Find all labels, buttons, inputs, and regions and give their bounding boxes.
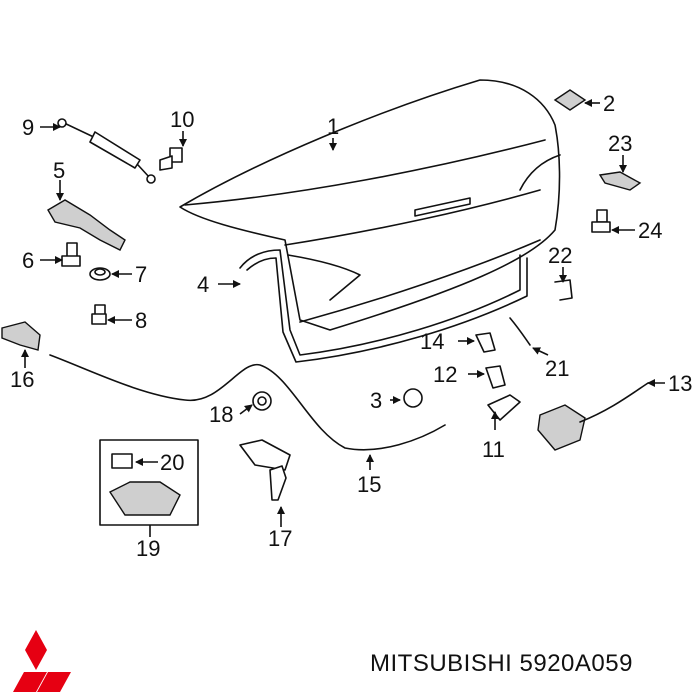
callout-17: 17 [268, 526, 292, 551]
leader-lines [21, 99, 665, 537]
mitsubishi-logo-icon [13, 630, 71, 692]
bolt-10 [159, 147, 183, 171]
callout-21: 21 [545, 356, 569, 381]
callout-6: 6 [22, 248, 34, 273]
callout-9: 9 [22, 115, 34, 140]
latch [537, 382, 649, 451]
weatherstrip [239, 249, 528, 363]
callout-13: 13 [668, 371, 692, 396]
trunk-lid [179, 79, 561, 331]
bracket-23 [598, 171, 642, 191]
callout-2: 2 [603, 91, 615, 116]
callout-3: 3 [370, 388, 382, 413]
part-number: 5920A059 [519, 650, 633, 677]
bolt-24 [591, 209, 611, 233]
brand-caption: MITSUBISHI 5920A059 [370, 650, 633, 678]
gas-strut [57, 118, 156, 184]
callout-labels: 1 2 3 4 5 6 7 8 9 10 11 12 13 14 15 16 1… [10, 91, 692, 561]
callout-4: 4 [197, 272, 209, 297]
wire-21 [509, 317, 531, 346]
callout-19: 19 [136, 536, 160, 561]
actuator-14 [475, 332, 496, 353]
clip-22 [554, 279, 573, 301]
callout-23: 23 [608, 131, 632, 156]
cap-3 [403, 388, 423, 408]
hinge-bracket [47, 199, 126, 251]
callout-24: 24 [638, 218, 662, 243]
brand-name: MITSUBISHI [370, 650, 513, 677]
callout-5: 5 [53, 158, 65, 183]
callout-14: 14 [420, 329, 444, 354]
striker [487, 394, 521, 421]
callout-10: 10 [170, 107, 194, 132]
callout-18: 18 [209, 402, 233, 427]
release-handle [1, 321, 41, 351]
bolt-6 [61, 242, 81, 267]
callout-8: 8 [135, 308, 147, 333]
switch-box [99, 439, 199, 526]
callout-15: 15 [357, 472, 381, 497]
release-cable [49, 354, 446, 451]
grommet-18 [252, 391, 272, 411]
callout-11: 11 [482, 437, 505, 462]
lock-cylinder [239, 439, 291, 501]
callout-22: 22 [548, 243, 572, 268]
bolt-8 [91, 304, 107, 325]
callout-12: 12 [433, 362, 457, 387]
grommet-7 [89, 267, 111, 281]
callout-20: 20 [160, 450, 184, 475]
callout-7: 7 [135, 262, 147, 287]
label-2 [553, 89, 587, 111]
actuator-12 [485, 365, 506, 389]
callout-16: 16 [10, 367, 34, 392]
callout-1: 1 [327, 114, 339, 139]
